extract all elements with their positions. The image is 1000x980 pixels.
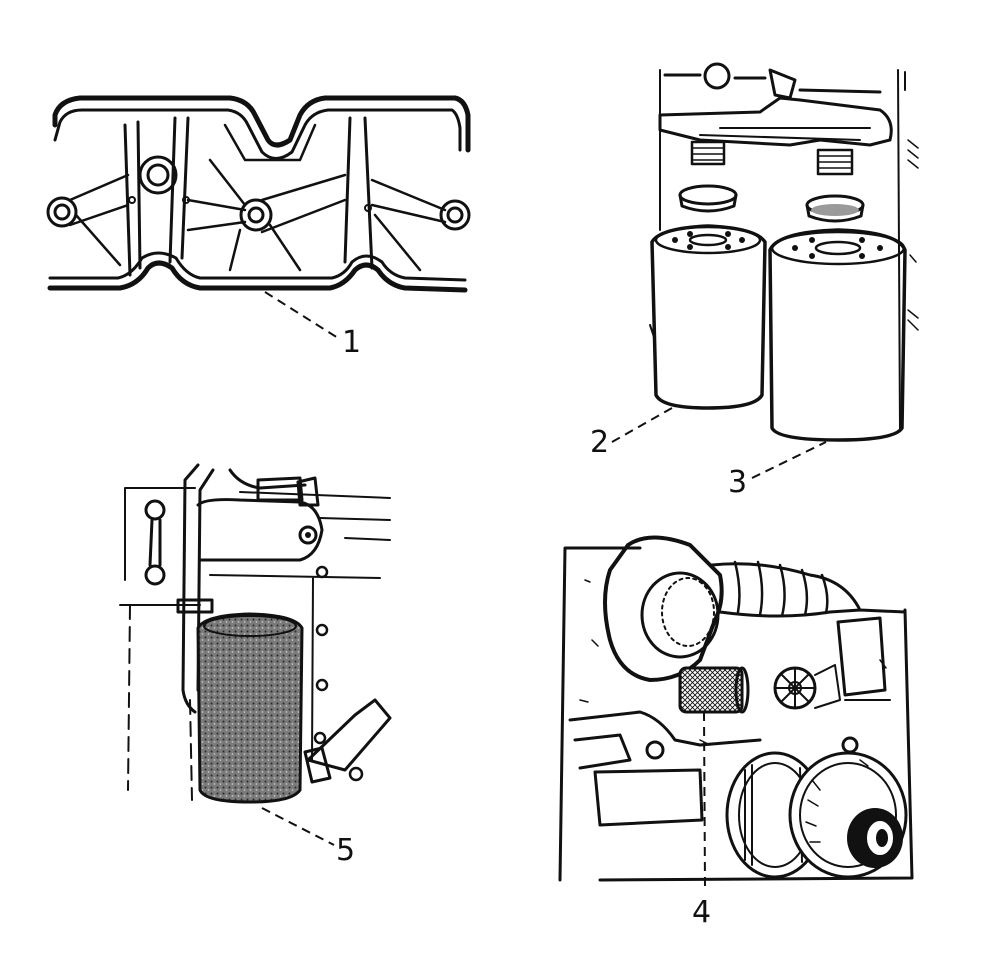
- callout-5: 5: [336, 833, 355, 868]
- callout-4: 4: [692, 895, 711, 930]
- panel-oil-filters: [649, 62, 919, 442]
- callout-2: 2: [590, 425, 609, 460]
- leader-line-3: [751, 441, 827, 479]
- leader-line-4: [703, 711, 706, 889]
- leader-line-1: [264, 291, 339, 339]
- callout-3: 3: [728, 465, 747, 500]
- leader-line-5: [261, 807, 335, 846]
- callout-1: 1: [342, 325, 361, 360]
- leader-line-2: [611, 407, 673, 443]
- panel-valve-cover-gasket: [46, 95, 471, 293]
- panel-engine-turbo: [558, 535, 914, 882]
- panel-shaded-filter: [119, 463, 392, 804]
